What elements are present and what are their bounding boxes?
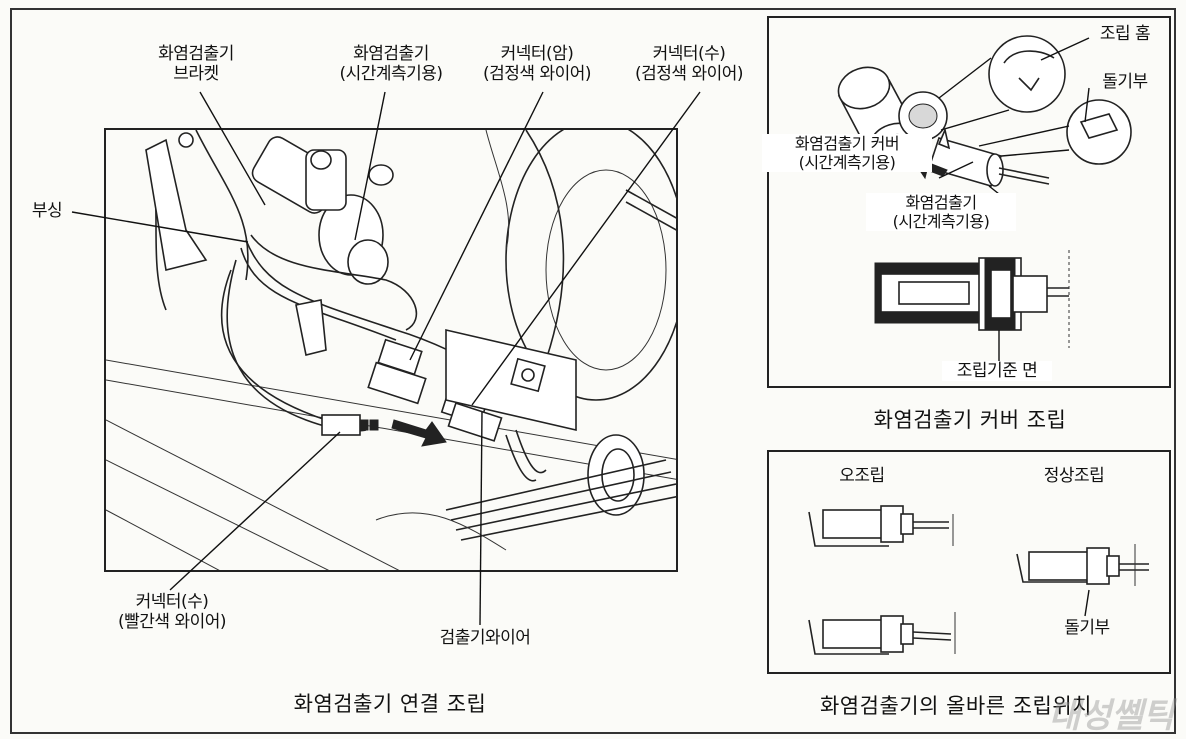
label-connector-male-black: 커넥터(수) (검정색 와이어) <box>614 44 764 84</box>
position-caption-text: 화염검출기의 올바른 조립위치 <box>819 694 1092 718</box>
cover-caption-text: 화염검출기 커버 조립 <box>873 408 1067 432</box>
label-cm-line2: (검정색 와이어) <box>634 64 744 84</box>
label-cr-line1: 커넥터(수) <box>135 592 209 612</box>
label-detector-sensor: 화염검출기 (시간계측기용) <box>866 193 1016 231</box>
label-connector-female-black: 커넥터(암) (검정색 와이어) <box>462 44 612 84</box>
page-frame <box>10 8 1176 734</box>
label-bracket: 화염검출기 브라켓 <box>136 44 256 84</box>
label-detector-timer: 화염검출기 (시간계측기용) <box>316 44 466 84</box>
label-wrong-assembly: 오조립 <box>822 466 902 486</box>
cover-panel <box>767 16 1171 388</box>
main-caption: 화염검출기 연결 조립 <box>240 688 540 718</box>
watermark-text: 대성쎌틱 <box>1048 696 1174 736</box>
cover-assembly-drawing <box>837 35 1132 364</box>
label-connector-male-red: 커넥터(수) (빨간색 와이어) <box>92 592 252 632</box>
label-bushing-text: 부싱 <box>31 201 63 221</box>
label-bracket-line1: 화염검출기 <box>158 44 234 64</box>
label-reference-surface-text: 조립기준 면 <box>956 361 1038 381</box>
label-detector-wire: 검출기와이어 <box>420 628 550 648</box>
cover-caption: 화염검출기 커버 조립 <box>800 404 1140 434</box>
label-reference-surface: 조립기준 면 <box>942 361 1052 381</box>
label-assembly-groove: 조립 홈 <box>1090 24 1160 44</box>
label-wrong-assembly-text: 오조립 <box>839 466 885 486</box>
watermark: 대성쎌틱 <box>1049 688 1174 737</box>
position-caption: 화염검출기의 올바른 조립위치 <box>786 690 1126 720</box>
position-panel <box>767 450 1171 674</box>
label-protrusion-cover: 돌기부 <box>1090 72 1160 92</box>
label-protrusion-cover-text: 돌기부 <box>1102 72 1148 92</box>
label-detector-wire-text: 검출기와이어 <box>439 628 531 648</box>
label-correct-assembly-text: 정상조립 <box>1043 466 1105 486</box>
label-correct-assembly: 정상조립 <box>1024 466 1124 486</box>
label-protrusion-position-text: 돌기부 <box>1064 618 1110 638</box>
main-photo-frame <box>104 128 678 572</box>
main-caption-text: 화염검출기 연결 조립 <box>293 692 487 716</box>
position-drawing <box>808 505 1149 655</box>
label-cf-line2: (검정색 와이어) <box>482 64 592 84</box>
label-cm-line1: 커넥터(수) <box>652 44 726 64</box>
label-cf-line1: 커넥터(암) <box>500 44 574 64</box>
label-protrusion-position: 돌기부 <box>1052 618 1122 638</box>
label-dc-line2: (시간계측기용) <box>798 153 896 172</box>
label-detector-cover: 화염검출기 커버 (시간계측기용) <box>762 134 932 172</box>
label-detector-line2: (시간계측기용) <box>339 64 443 84</box>
label-bushing: 부싱 <box>22 201 72 221</box>
burner-assembly-drawing <box>106 130 676 570</box>
label-dc-line1: 화염검출기 커버 <box>794 134 900 153</box>
label-cr-line2: (빨간색 와이어) <box>117 612 227 632</box>
label-detector-line1: 화염검출기 <box>353 44 429 64</box>
label-assembly-groove-text: 조립 홈 <box>1099 24 1151 44</box>
label-ds-line2: (시간계측기용) <box>892 212 990 231</box>
label-bracket-line2: 브라켓 <box>173 64 219 84</box>
label-ds-line1: 화염검출기 <box>905 193 977 212</box>
